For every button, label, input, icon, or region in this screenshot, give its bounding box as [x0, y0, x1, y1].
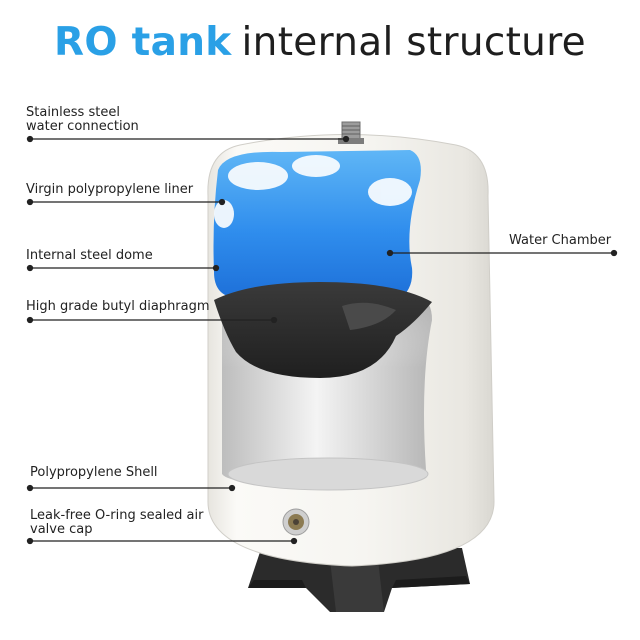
label-valve-cap-line2: valve cap	[30, 522, 93, 537]
label-steel-dome: Internal steel dome	[26, 248, 153, 263]
leader-dot	[26, 316, 34, 324]
leader-dot	[26, 484, 34, 492]
leader-dot	[290, 537, 298, 545]
leader-dot	[270, 316, 278, 324]
leader-dot	[26, 264, 34, 272]
leader-dot	[26, 537, 34, 545]
label-water-chamber: Water Chamber	[509, 233, 612, 248]
leader-dot	[386, 249, 394, 257]
leader-dot	[212, 264, 220, 272]
leader-dot	[26, 135, 34, 143]
leader-dot	[228, 484, 236, 492]
label-water-connection-line1: Stainless steel	[26, 105, 120, 120]
leader-lines	[26, 135, 618, 545]
leader-dot	[342, 135, 350, 143]
air-valve-cap	[282, 508, 310, 536]
tank-base	[248, 546, 470, 612]
label-water-connection: Stainless steel water connection	[26, 106, 139, 134]
label-water-connection-line2: water connection	[26, 119, 139, 134]
title-rest: internal structure	[241, 20, 586, 65]
leader-dot	[26, 198, 34, 206]
leader-dot	[218, 198, 226, 206]
label-diaphragm: High grade butyl diaphragm	[26, 299, 210, 314]
label-shell: Polypropylene Shell	[30, 465, 158, 480]
label-valve-cap: Leak-free O-ring sealed air valve cap	[30, 509, 203, 537]
label-liner: Virgin polypropylene liner	[26, 182, 194, 197]
water-connection-fitting	[338, 121, 364, 144]
liner-folds	[214, 155, 412, 228]
label-valve-cap-line1: Leak-free O-ring sealed air	[30, 508, 204, 523]
dome-floor	[227, 457, 429, 491]
title-accent: RO tank	[54, 20, 232, 65]
leader-dot	[610, 249, 618, 257]
